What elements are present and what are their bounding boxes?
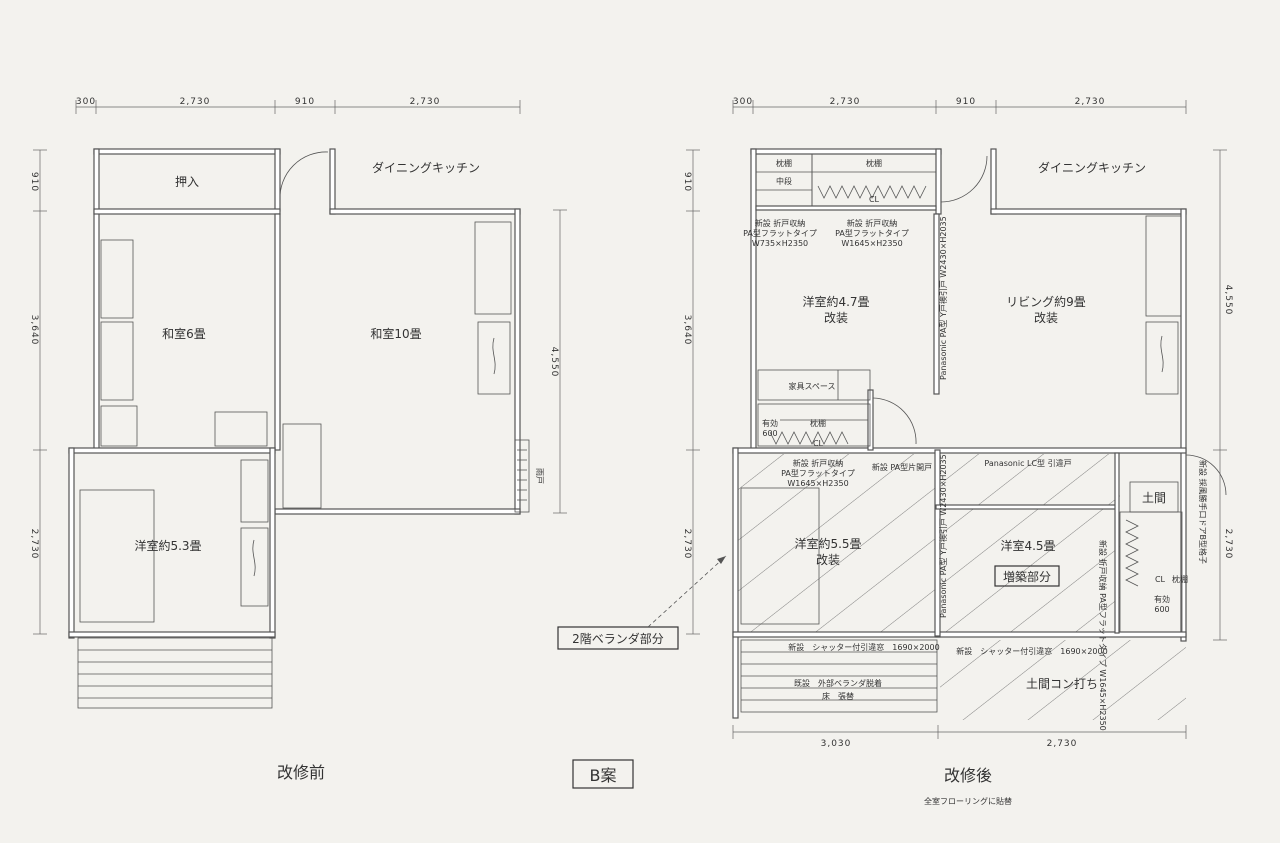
right-walls: [732, 148, 1187, 719]
right-bottom-dimensions: 3,030 2,730: [732, 725, 1187, 749]
right-dim-top-1: 300: [733, 97, 753, 107]
label-closet2-c: W1645×H2350: [841, 239, 902, 248]
room-living-note: 改装: [1034, 311, 1058, 325]
right-dim-side-1: 910: [682, 172, 692, 192]
label-floor: 床 張替: [822, 691, 854, 701]
room-yoshitsu-45: 洋室4.5畳: [1000, 538, 1055, 553]
right-dim-bottom-1: 3,030: [821, 739, 852, 749]
room-yoshitsu-55: 洋室約5.5畳: [794, 536, 861, 551]
label-closet3-c: W1645×H2350: [787, 479, 848, 488]
label-window-1: 新設 シャッター付引違窓 1690×2000: [788, 642, 939, 652]
right-dim-right-2: 2,730: [1223, 529, 1233, 560]
left-dim-top-1: 300: [76, 97, 96, 107]
room-washitsu-10: 和室10畳: [370, 326, 421, 341]
right-top-dimensions: 300 2,730 910 2,730: [732, 97, 1187, 114]
plan-variant-label: B案: [572, 759, 634, 789]
left-side-dimensions: 910 3,640 2,730: [29, 149, 47, 635]
label-makuradana-4: 枕棚: [1172, 574, 1188, 584]
room-doma: 土間: [1142, 491, 1166, 505]
right-dim-top-3: 910: [956, 97, 976, 107]
room-yoshitsu-47: 洋室約4.7畳: [802, 294, 869, 309]
label-closet1-c: W735×H2350: [752, 239, 808, 248]
label-closet2-b: PA型フラットタイプ: [835, 229, 909, 238]
label-closet3-a: 新設 折戸収納: [793, 458, 844, 468]
right-dim-side-3: 2,730: [682, 529, 692, 560]
label-yuko-1: 有効: [762, 418, 778, 428]
label-makuradana-3: 枕棚: [810, 418, 826, 428]
label-door-y1: Panasonic PA型 Y戸襖引戸 W2430×H2035: [938, 216, 948, 380]
left-dim-right: 4,550: [549, 347, 559, 378]
room-dining-kitchen-left: ダイニングキッチン: [372, 160, 480, 175]
left-walls: [68, 148, 521, 639]
room-zouchiku: 増築部分: [1003, 569, 1051, 584]
room-oshiire: 押入: [175, 175, 199, 189]
zouchiku-box: [994, 565, 1060, 587]
left-dim-top-3: 910: [295, 97, 315, 107]
label-makuradana-1: 枕棚: [776, 158, 792, 168]
label-entry-door: 新設 採風勝手口ドアB型格子: [1198, 460, 1208, 564]
right-dim-bottom-2: 2,730: [1047, 739, 1078, 749]
label-cl-1: CL: [869, 195, 880, 204]
right-dim-right-1: 4,550: [1223, 285, 1233, 316]
right-plan: 300 2,730 910 2,730 910 3,640 2,730 4,55…: [682, 97, 1233, 806]
right-hatched-areas: [737, 454, 1186, 720]
left-dim-side-3: 2,730: [29, 529, 39, 560]
caption-after: 改修後: [944, 766, 992, 785]
right-dim-top-2: 2,730: [830, 97, 861, 107]
label-veranda-remove: 既設 外部ベランダ脱着: [794, 678, 882, 688]
left-veranda: [77, 637, 273, 709]
caption-before: 改修前: [277, 763, 325, 782]
veranda-note-text: 2階ベランダ部分: [572, 631, 664, 646]
room-living: リビング約9畳: [1006, 294, 1086, 309]
left-right-dimension: 4,550: [549, 209, 567, 514]
left-fixtures: [79, 221, 530, 623]
amado-label: 雨戸: [535, 468, 544, 484]
label-yuko-2: 有効: [1154, 594, 1170, 604]
right-right-dimensions: 4,550 2,730: [1213, 149, 1233, 641]
variant-b-label: B案: [590, 766, 617, 785]
room-yoshitsu-55-note: 改装: [816, 553, 840, 567]
label-door-lc: Panasonic LC型 引違戸: [984, 458, 1071, 468]
label-closet1-a: 新設 折戸収納: [755, 218, 806, 228]
label-yuko-1-val: 600: [762, 429, 777, 438]
label-closet3-b: PA型フラットタイプ: [781, 469, 855, 478]
right-fixtures: [740, 153, 1227, 713]
label-window-2: 新設 シャッター付引違窓 1690×2000: [956, 646, 1107, 656]
caption-after-sub: 全室フローリングに貼替: [924, 796, 1012, 806]
label-cl-3: CL: [1155, 575, 1166, 584]
room-doma-concrete: 土間コン打ち: [1026, 677, 1098, 691]
right-dim-side-2: 3,640: [682, 315, 692, 346]
label-door-y2: Panasonic PA型 Y戸襖引戸 W2430×H2035: [938, 454, 948, 618]
label-nakadan: 中段: [776, 176, 792, 186]
right-side-dimensions: 910 3,640 2,730: [682, 149, 700, 635]
left-plan: 300 2,730 910 2,730 910 3,640 2,730 4,55…: [29, 97, 567, 782]
room-dining-kitchen-right: ダイニングキッチン: [1038, 160, 1146, 175]
label-kagu-space: 家具スペース: [788, 381, 835, 391]
right-dim-top-4: 2,730: [1075, 97, 1106, 107]
label-closet4: 新設 折戸収納 PA型フラットタイプ W1645×H2350: [1098, 540, 1108, 731]
room-washitsu-6: 和室6畳: [162, 326, 206, 341]
room-yoshitsu-53: 洋室約5.3畳: [134, 538, 201, 553]
room-yoshitsu-47-note: 改装: [824, 311, 848, 325]
label-yuko-2-val: 600: [1154, 605, 1169, 614]
left-dim-top-2: 2,730: [180, 97, 211, 107]
right-small-labels: 枕棚 中段 枕棚 CL 新設 折戸収納 PA型フラットタイプ W735×H235…: [743, 158, 1208, 731]
label-door-pa: 新設 PA型片開戸: [872, 462, 932, 472]
veranda-note: 2階ベランダ部分: [557, 555, 727, 650]
label-closet1-b: PA型フラットタイプ: [743, 229, 817, 238]
left-dim-top-4: 2,730: [410, 97, 441, 107]
label-makuradana-2: 枕棚: [866, 158, 882, 168]
left-top-dimensions: 300 2,730 910 2,730: [75, 97, 521, 114]
label-closet2-a: 新設 折戸収納: [847, 218, 898, 228]
label-cl-2: CL: [813, 439, 824, 448]
left-dim-side-1: 910: [29, 172, 39, 192]
left-dim-side-2: 3,640: [29, 315, 39, 346]
